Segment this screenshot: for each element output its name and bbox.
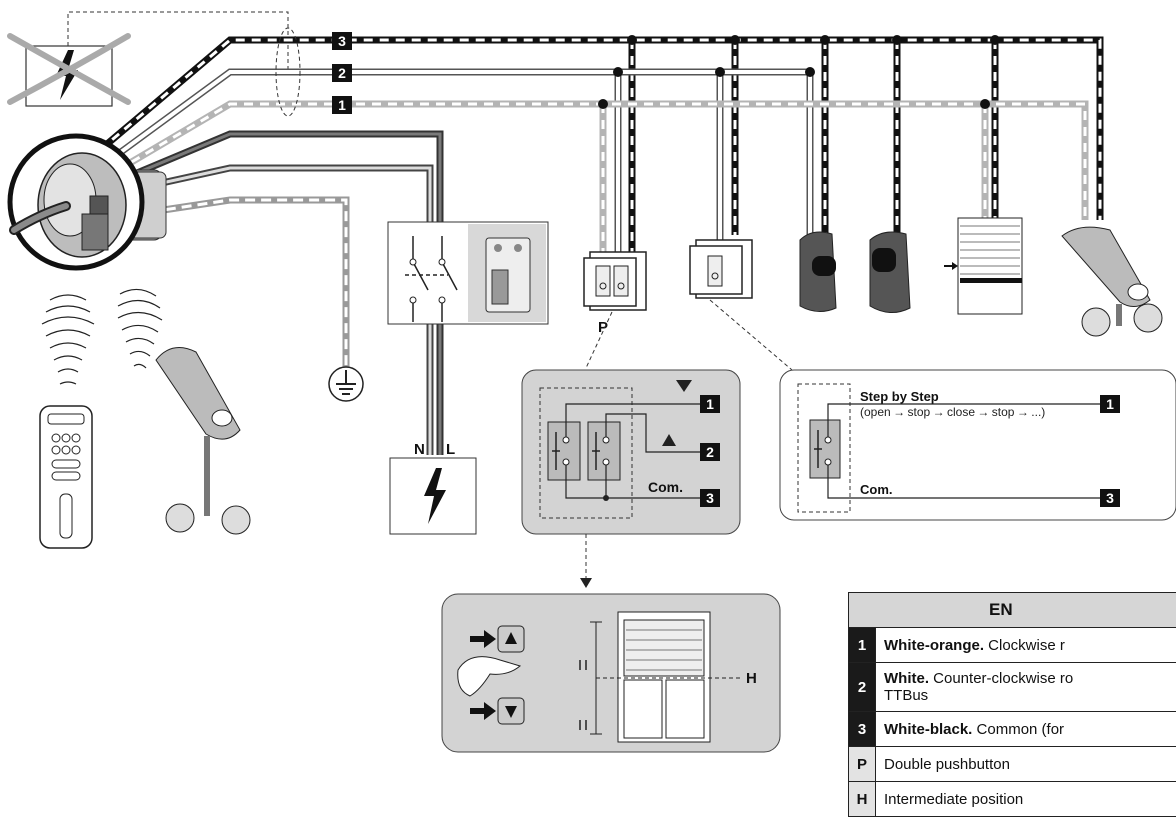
pushbutton-tag: P <box>598 319 608 336</box>
legend-term: White. <box>884 670 929 687</box>
no-mains-warning <box>7 11 289 107</box>
svg-text:Step by Step: Step by Step <box>860 389 939 404</box>
legend-term: White-black. <box>884 720 973 738</box>
legend-row: 1 White-orange. Clockwise r <box>848 627 1176 663</box>
svg-text:1: 1 <box>1106 396 1114 412</box>
wire-tag-1: 1 <box>332 96 352 114</box>
remote-control <box>39 405 93 549</box>
svg-text:3: 3 <box>1106 490 1114 506</box>
svg-text:1: 1 <box>706 396 714 412</box>
legend-desc-2: TTBus <box>884 687 929 704</box>
svg-text:3: 3 <box>338 33 346 49</box>
legend-desc: Intermediate position <box>875 781 1176 817</box>
svg-text:2: 2 <box>706 444 714 460</box>
detail-window <box>441 593 781 753</box>
wind-sensor-radio <box>155 347 251 535</box>
legend-term: White-orange. <box>884 636 984 654</box>
legend-header: EN <box>848 592 1176 628</box>
sensor-device-2 <box>869 231 911 313</box>
motor-head <box>7 133 167 271</box>
wireless-signal <box>41 288 163 385</box>
legend-desc: Common (for <box>972 720 1065 738</box>
legend-key: 2 <box>848 662 876 712</box>
neutral-label: N <box>414 441 425 458</box>
arrow-down-icon <box>676 380 692 392</box>
legend-row: P Double pushbutton <box>848 746 1176 782</box>
legend-row: 3 White-black. Common (for <box>848 711 1176 747</box>
single-pushbutton <box>689 239 753 299</box>
legend-table: EN 1 White-orange. Clockwise r 2 White. … <box>848 592 1176 817</box>
wind-sensor-wall <box>1061 226 1163 337</box>
legend-key: 3 <box>848 711 876 747</box>
legend-desc: Clockwise r <box>984 636 1065 654</box>
earth-icon <box>328 366 364 402</box>
svg-text:1: 1 <box>338 97 346 113</box>
svg-text:3: 3 <box>706 490 714 506</box>
lightning-icon <box>56 50 78 100</box>
double-pushbutton <box>583 251 647 311</box>
detail-step-by-step: 1 3 Step by Step (open → stop → close → … <box>779 369 1176 521</box>
svg-text:Com.: Com. <box>648 479 683 495</box>
svg-text:2: 2 <box>338 65 346 81</box>
legend-key: H <box>848 781 876 817</box>
legend-key: P <box>848 746 876 782</box>
circuit-breaker <box>387 221 549 325</box>
lightning-icon <box>424 468 446 524</box>
legend-row: H Intermediate position <box>848 781 1176 817</box>
wire-tag-2: 2 <box>332 64 352 82</box>
shutter-device <box>944 217 1023 315</box>
legend-desc: Counter-clockwise ro <box>929 670 1074 687</box>
wire-2-white <box>107 67 815 260</box>
wire-tag-3: 3 <box>332 32 352 50</box>
svg-text:Com.: Com. <box>860 482 893 497</box>
position-tag-h: H <box>746 670 757 687</box>
detail-double-pushbutton: 1 2 3 Com. <box>521 369 741 535</box>
live-label: L <box>446 441 455 458</box>
legend-desc: Double pushbutton <box>875 746 1176 782</box>
sensor-device-1 <box>799 231 837 312</box>
legend-key: 1 <box>848 627 876 663</box>
arrow-up-icon <box>662 434 676 446</box>
svg-text:(open → stop → close → stop →: (open → stop → close → stop → ...) <box>860 405 1045 419</box>
mains-supply <box>389 457 477 535</box>
wire-1-white-orange <box>116 99 1089 260</box>
